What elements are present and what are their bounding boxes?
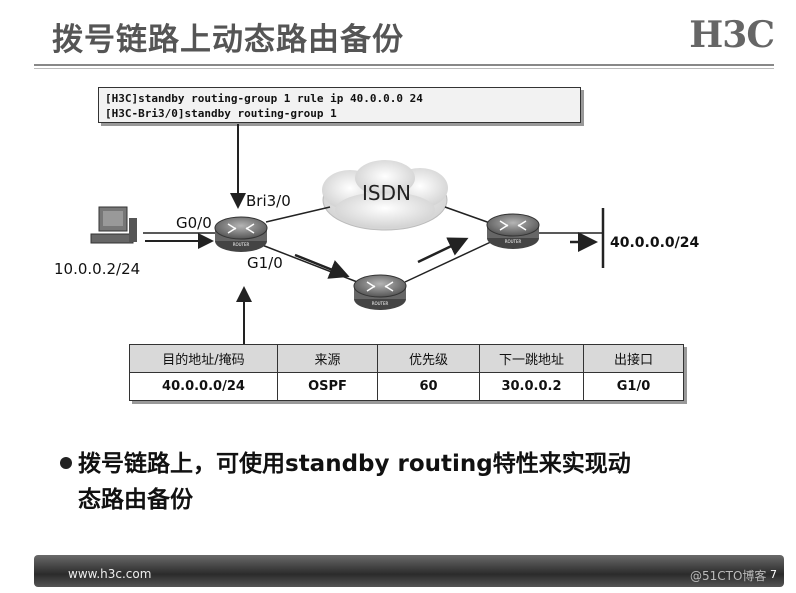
bullet-dot-icon (60, 456, 72, 469)
flow-arrow-1 (294, 253, 350, 279)
table-cell: 40.0.0.0/24 (129, 372, 278, 401)
title-divider-thin (34, 68, 774, 69)
config-line: [H3C-Bri3/0]standby routing-group 1 (105, 107, 337, 120)
page-number: 7 (770, 568, 777, 581)
router-icon: ROUTER (486, 213, 540, 249)
page-title: 拨号链路上动态路由备份 (52, 22, 404, 58)
isdn-link-left (265, 206, 331, 223)
footer-bar (34, 555, 784, 587)
bri-interface-label: Bri3/0 (246, 192, 291, 210)
table-header-cell: 出接口 (583, 344, 684, 373)
brand-logo: H3C (689, 14, 775, 56)
title-divider (34, 64, 774, 66)
table-cell: G1/0 (583, 372, 684, 401)
host-address-label: 10.0.0.2/24 (54, 260, 141, 278)
router-icon: ROUTER (353, 274, 407, 310)
table-header-cell: 下一跳地址 (479, 344, 584, 373)
bullet-line: 拨号链路上，可使用standby routing特性来实现动 (78, 451, 631, 477)
router-icon: ROUTER (214, 216, 268, 252)
isdn-cloud (322, 160, 448, 231)
pc-icon (90, 206, 137, 244)
table-header-row: 目的地址/掩码 来源 优先级 下一跳地址 出接口 (129, 344, 684, 373)
footer-url[interactable]: www.h3c.com (68, 567, 152, 581)
table-cell: 30.0.0.2 (479, 372, 584, 401)
table-header-cell: 优先级 (377, 344, 480, 373)
table-row: 40.0.0.0/24 OSPF 60 30.0.0.2 G1/0 (129, 372, 684, 401)
config-command-box: [H3C]standby routing-group 1 rule ip 40.… (98, 87, 581, 123)
routing-table: 目的地址/掩码 来源 优先级 下一跳地址 出接口 40.0.0.0/24 OSP… (129, 344, 684, 401)
table-header-cell: 来源 (277, 344, 378, 373)
table-cell: OSPF (277, 372, 378, 401)
dest-network-label: 40.0.0.0/24 (610, 235, 700, 251)
bullet-point: 拨号链路上，可使用standby routing特性来实现动 态路由备份 (60, 446, 750, 518)
router-caption: ROUTER (233, 242, 250, 247)
isdn-link-right (444, 206, 491, 224)
router-caption: ROUTER (505, 239, 522, 244)
router-caption: ROUTER (372, 301, 389, 306)
table-header-cell: 目的地址/掩码 (129, 344, 278, 373)
backbone-link (404, 239, 496, 283)
footer-watermark: @51CTO博客 (690, 569, 767, 583)
config-line: [H3C]standby routing-group 1 rule ip 40.… (105, 92, 423, 105)
g10-interface-label: G1/0 (247, 254, 283, 272)
isdn-label: ISDN (362, 181, 411, 205)
table-cell: 60 (377, 372, 480, 401)
bullet-line: 态路由备份 (78, 487, 193, 513)
flow-arrow-2 (417, 237, 469, 264)
g00-interface-label: G0/0 (176, 214, 212, 232)
